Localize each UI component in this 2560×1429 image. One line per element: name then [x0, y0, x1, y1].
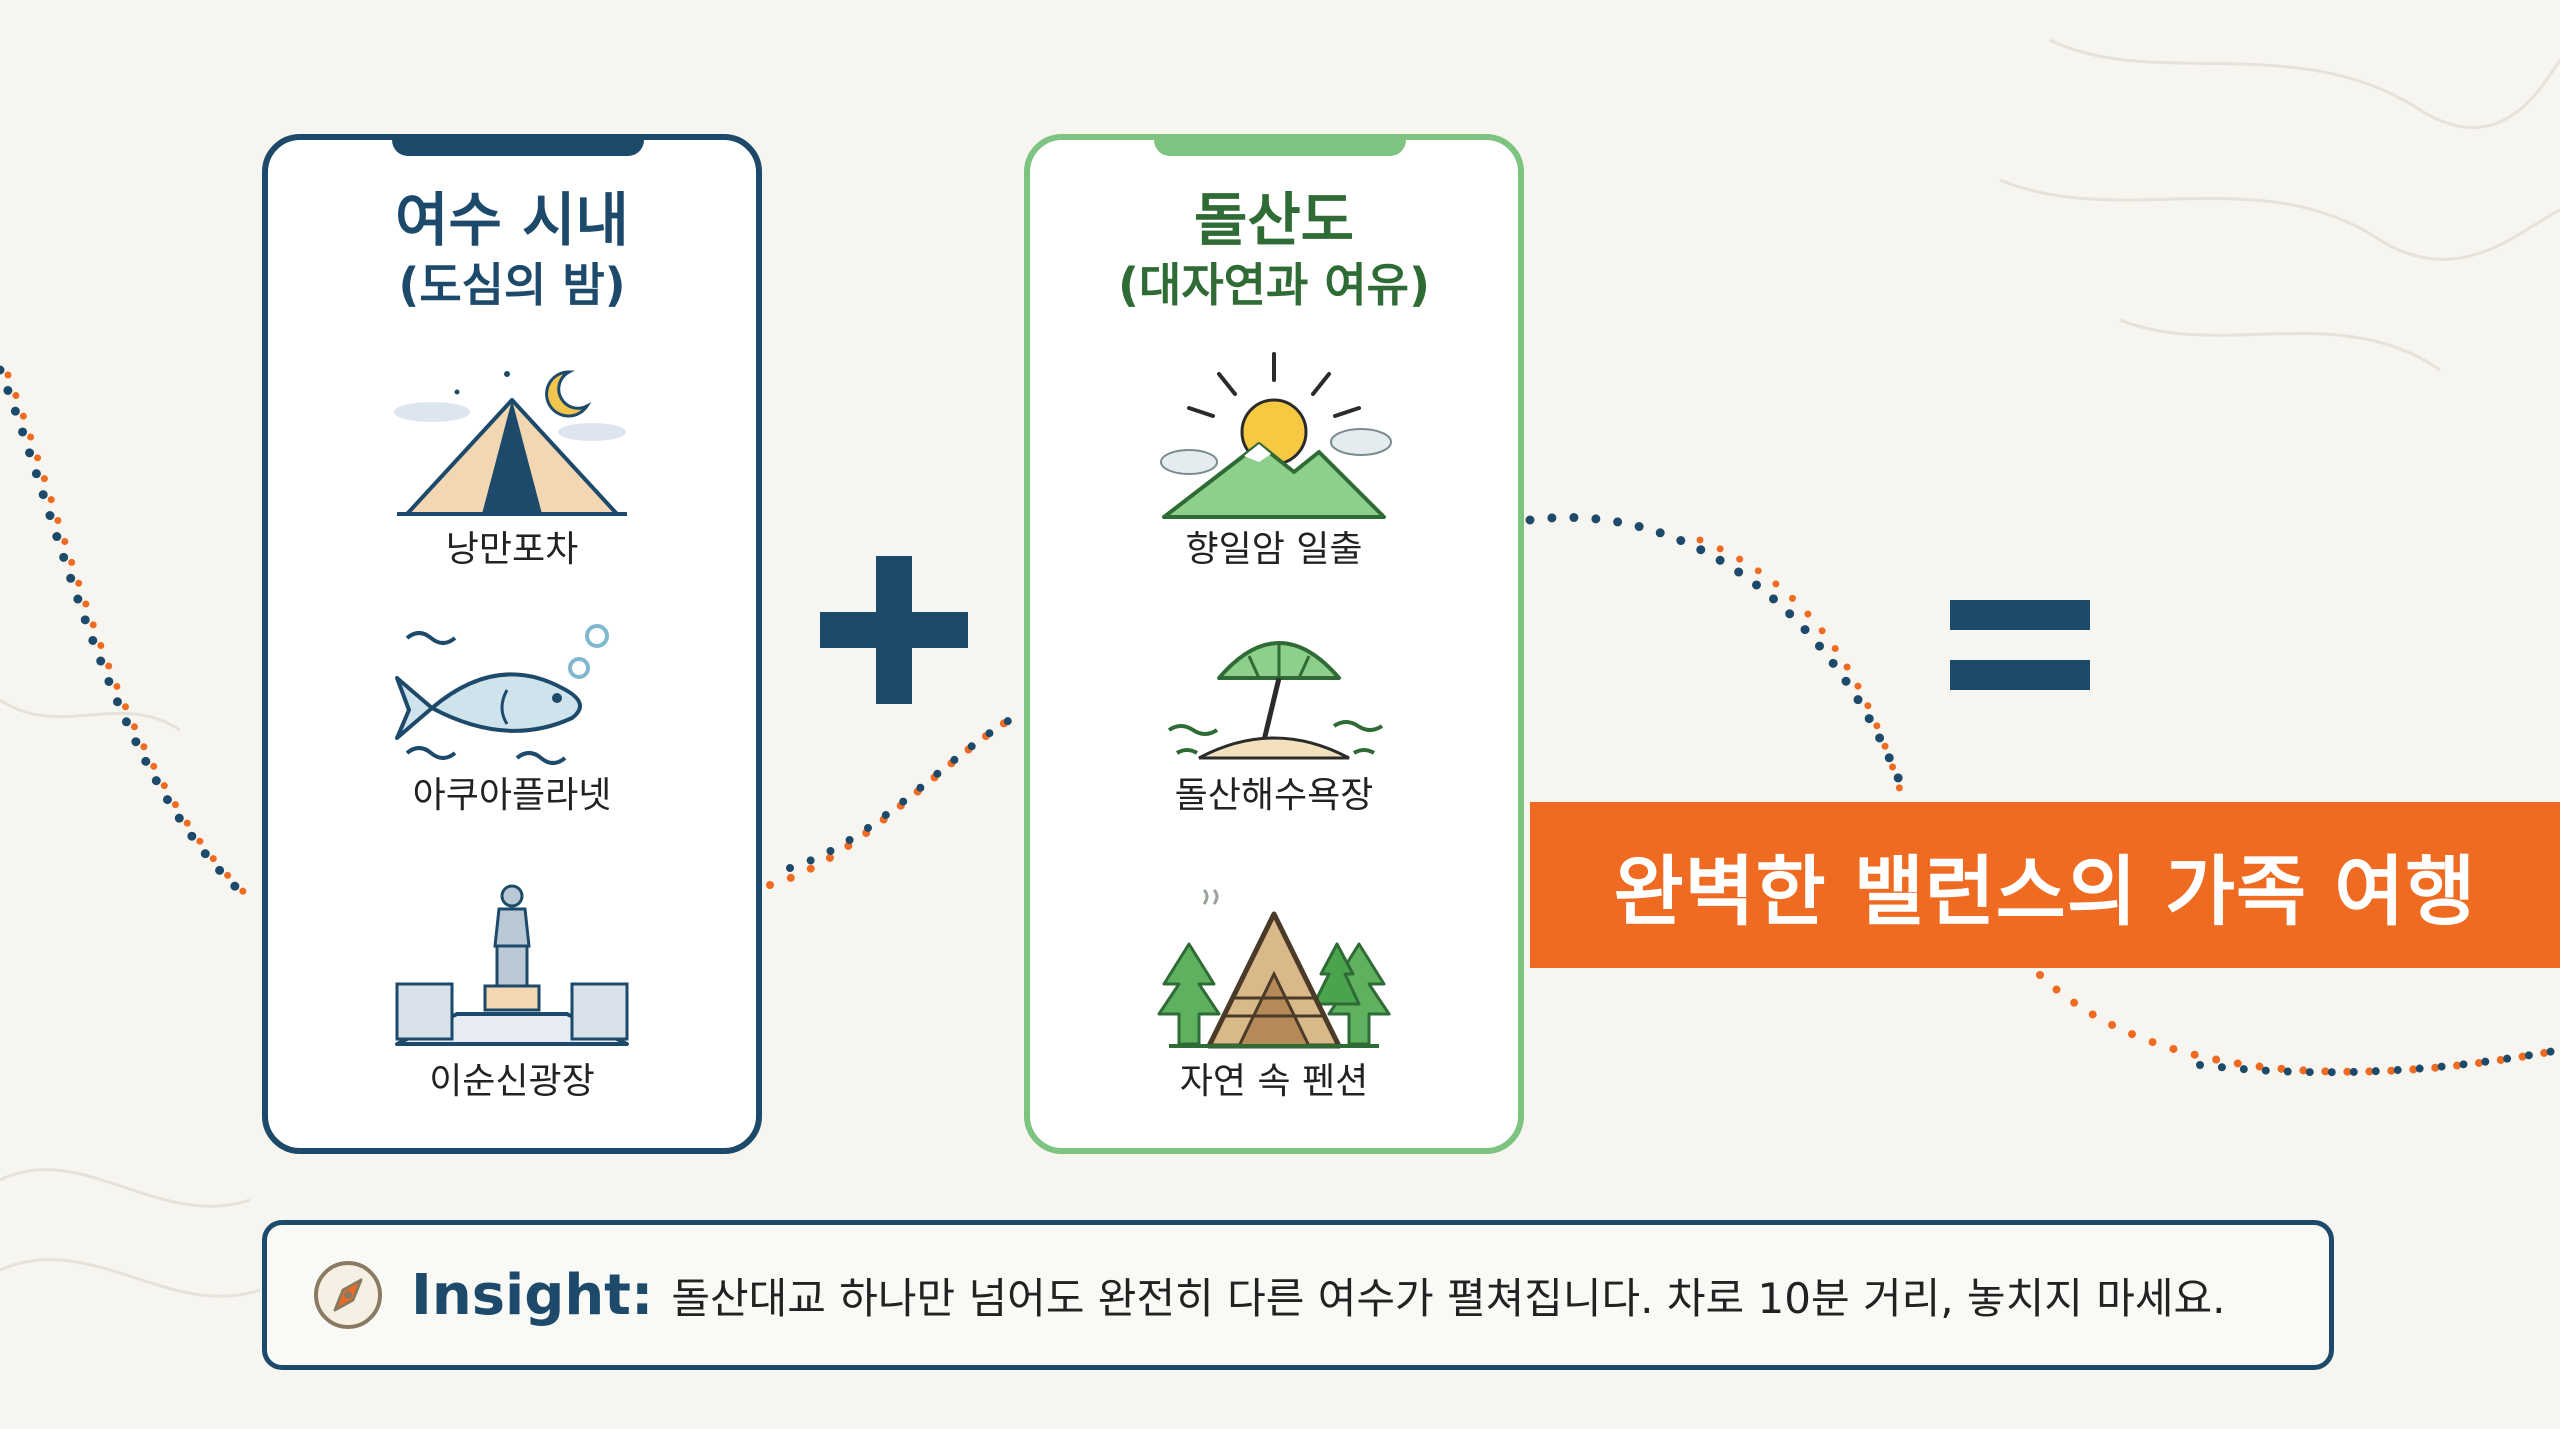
card-notch [392, 134, 644, 156]
dolsando-card-title: 돌산도 [1193, 186, 1355, 254]
insight-text: 돌산대교 하나만 넘어도 완전히 다른 여수가 펼쳐집니다. 차로 10분 거리… [671, 1273, 2226, 1323]
result-banner: 완벽한 밸런스의 가족 여행 [1530, 802, 2560, 968]
item-dolsan-beach: 돌산해수욕장 [1030, 618, 1518, 818]
sunrise-icon [1160, 352, 1392, 519]
city-card: 여수 시내 (도심의 밤) 낭만포차 아쿠아플라넷 [262, 134, 762, 1154]
city-card-subtitle: (도심의 밤) [398, 258, 626, 312]
item-aqua-planet: 아쿠아플라넷 [268, 618, 756, 818]
item-nature-pension: 자연 속 펜션 [1030, 874, 1518, 1104]
item-yi-sun-sin-square: 이순신광장 [268, 874, 756, 1104]
item-label: 자연 속 펜션 [1179, 1061, 1369, 1102]
item-label: 아쿠아플라넷 [412, 775, 612, 816]
cabin-icon [1157, 888, 1391, 1049]
card-notch [1154, 134, 1406, 156]
city-card-title: 여수 시내 [395, 186, 629, 254]
item-label: 향일암 일출 [1185, 529, 1363, 570]
tent-icon [394, 370, 627, 516]
statue-icon [395, 884, 629, 1046]
insight-label: Insight: [411, 1262, 654, 1328]
result-text: 완벽한 밸런스의 가족 여행 [1613, 847, 2477, 936]
item-hyangiram-sunrise: 향일암 일출 [1030, 352, 1518, 572]
item-label: 돌산해수욕장 [1174, 775, 1374, 816]
dolsando-card: 돌산도 (대자연과 여유) 향일암 일출 돌산해수욕장 [1024, 134, 1524, 1154]
dolsando-card-subtitle: (대자연과 여유) [1118, 258, 1430, 312]
compass-icon [314, 1261, 382, 1329]
item-romantic-pocha: 낭만포차 [268, 352, 756, 572]
fish-icon [395, 624, 609, 765]
item-label: 낭만포차 [445, 529, 579, 570]
insight-box: Insight: 돌산대교 하나만 넘어도 완전히 다른 여수가 펼쳐집니다. … [262, 1220, 2334, 1370]
plus-icon [820, 556, 968, 704]
beach-umbrella-icon [1167, 641, 1384, 760]
item-label: 이순신광장 [429, 1061, 595, 1102]
equals-icon [1950, 600, 2090, 690]
